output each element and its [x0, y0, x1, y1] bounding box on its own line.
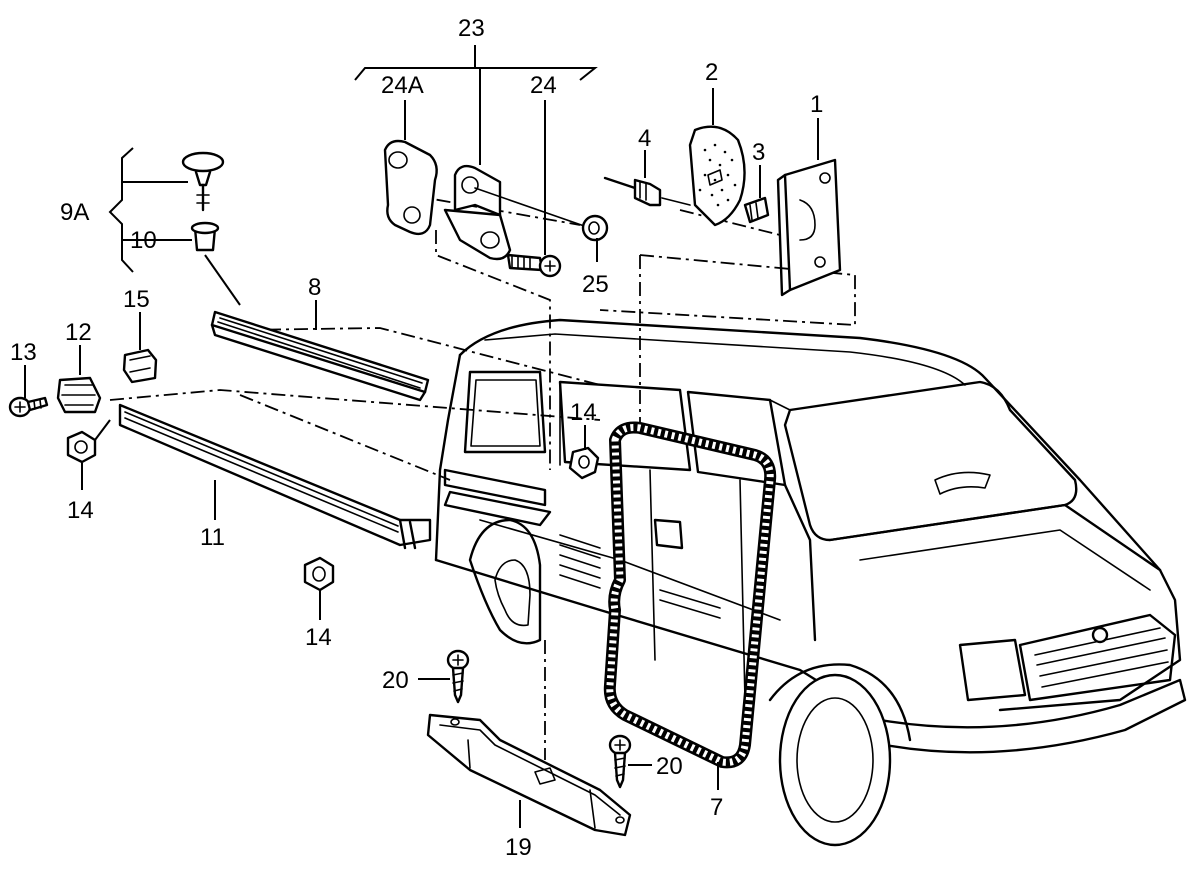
- part-24-door-stop: [443, 164, 591, 261]
- label-14-left: 14: [67, 497, 94, 524]
- label-9a: 9A: [60, 199, 89, 226]
- label-13: 13: [10, 339, 37, 366]
- part-9a-rivet: [181, 151, 225, 212]
- label-20-upper: 20: [382, 667, 409, 694]
- part-25-washer: [581, 214, 609, 242]
- label-24a: 24A: [381, 72, 424, 99]
- part-labels: 23 24A 24 25 2 4 3 1 9A 10 8 15 12 13 14…: [10, 15, 823, 861]
- part-24a-bracket: [383, 139, 438, 236]
- part-14-nut-left: [66, 419, 111, 464]
- label-14-right: 14: [570, 399, 597, 426]
- part-1-lock-plate: [776, 158, 842, 297]
- part-13-screw: [8, 396, 49, 418]
- part-14-nut-right: [568, 446, 600, 480]
- label-23: 23: [458, 15, 485, 42]
- part-3-clip: [743, 196, 770, 224]
- label-14-middle: 14: [305, 624, 332, 651]
- part-7-door-seal: [603, 421, 777, 769]
- label-10: 10: [130, 227, 157, 254]
- van-body: [434, 318, 1187, 847]
- leader-lines: [24, 45, 819, 828]
- part-24-screw: [506, 253, 562, 278]
- part-14-nut-middle: [303, 556, 335, 592]
- part-19-bracket: [426, 713, 632, 837]
- part-15-clip: [122, 348, 158, 384]
- label-15: 15: [123, 286, 150, 313]
- part-2-insulation-pad: [688, 125, 746, 227]
- label-4: 4: [638, 125, 651, 152]
- label-20-lower: 20: [656, 753, 683, 780]
- assembly-lines: [109, 194, 856, 760]
- part-11-sill-panel: [118, 403, 432, 550]
- label-7: 7: [710, 794, 723, 821]
- label-8: 8: [308, 274, 321, 301]
- part-20-screw-lower: [608, 734, 632, 789]
- label-19: 19: [505, 834, 532, 861]
- part-20-screw-upper: [446, 649, 470, 704]
- part-4-pin: [603, 176, 691, 207]
- label-3: 3: [752, 139, 765, 166]
- part-10-grommet: [190, 221, 220, 252]
- label-24: 24: [530, 72, 557, 99]
- part-8-sill-trim: [210, 310, 430, 402]
- label-1: 1: [810, 91, 823, 118]
- label-11: 11: [200, 524, 225, 551]
- label-2: 2: [705, 59, 718, 86]
- label-12: 12: [65, 319, 92, 346]
- part-12-bracket: [56, 376, 102, 414]
- label-25: 25: [582, 271, 609, 298]
